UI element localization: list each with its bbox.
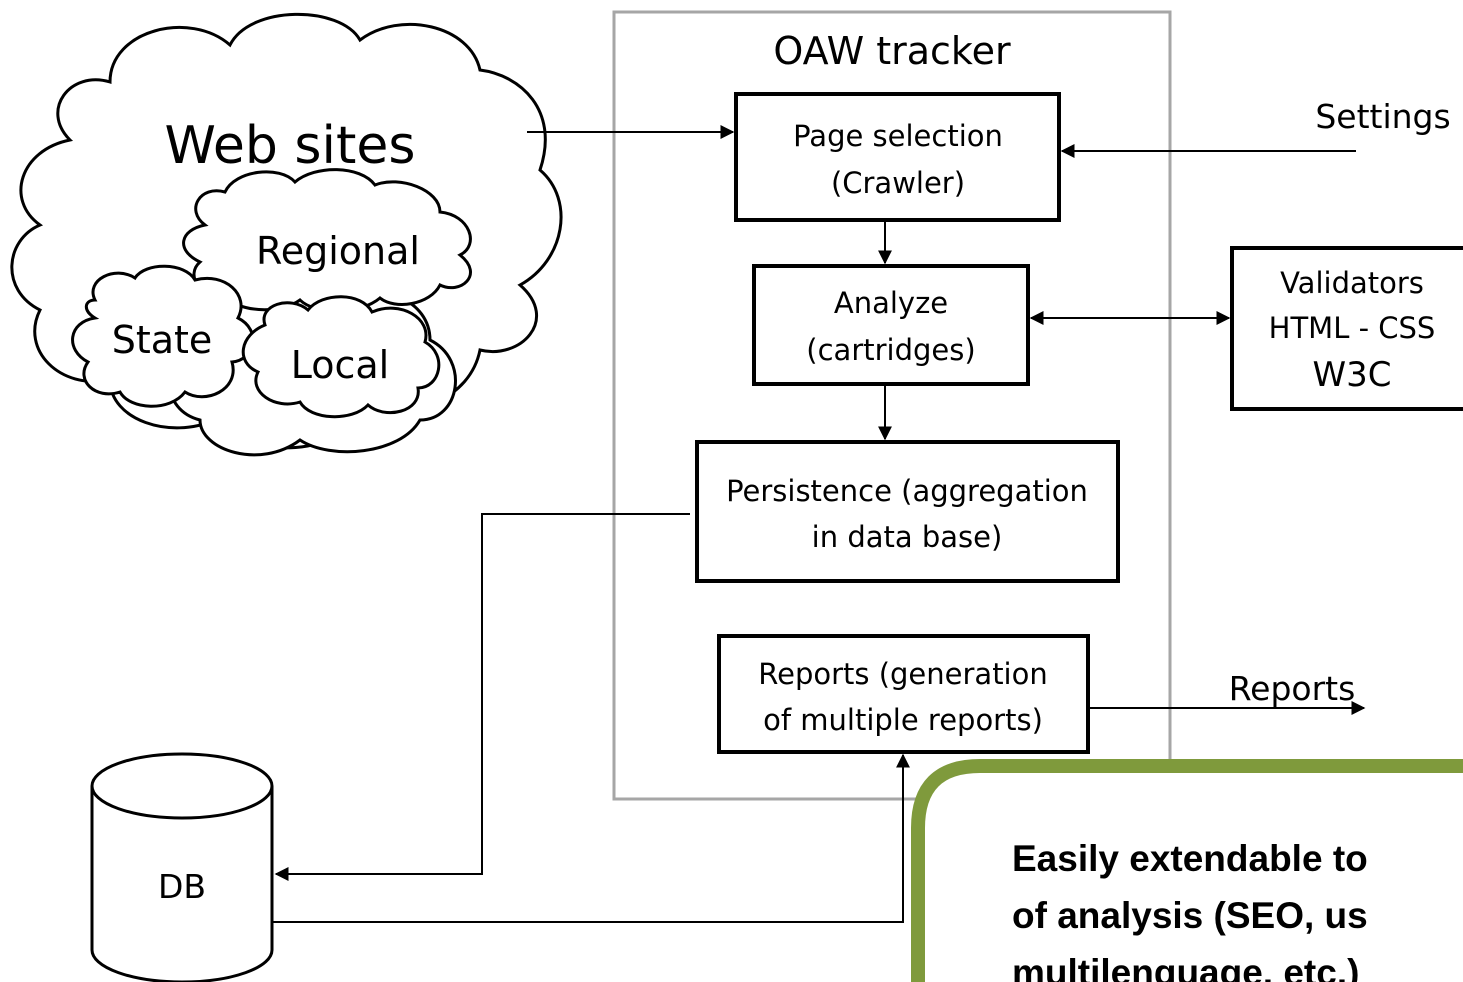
oaw-tracker-container: [612, 10, 1172, 801]
reports-box: Reports (generation of multiple reports): [717, 634, 1090, 754]
page-selection-line2: (Crawler): [831, 166, 965, 200]
page-selection-box: Page selection (Crawler): [734, 92, 1061, 222]
connector-persistence-to-db: [274, 513, 690, 881]
database-cylinder: DB: [90, 752, 274, 982]
container-title: OAW tracker: [773, 29, 1011, 73]
page-selection-line1: Page selection: [793, 119, 1003, 153]
connector-db-to-reports: [272, 753, 910, 923]
persistence-box: Persistence (aggregation in data base): [695, 440, 1120, 583]
callout-line1: Easily extendable to: [1012, 838, 1368, 879]
validators-line3: W3C: [1313, 355, 1392, 395]
reports-output-label: Reports: [1229, 669, 1356, 708]
persistence-line2: in data base): [812, 520, 1003, 554]
validators-line2: HTML - CSS: [1269, 311, 1436, 345]
extensibility-callout: Easily extendable to of analysis (SEO, u…: [911, 759, 1463, 982]
validators-box: Validators HTML - CSS W3C: [1230, 246, 1463, 411]
callout-line3: multilenguage, etc.): [1012, 952, 1359, 982]
validators-line1: Validators: [1280, 266, 1424, 300]
persistence-line1: Persistence (aggregation: [726, 474, 1088, 508]
local-cloud: Local: [241, 295, 441, 419]
analyze-line1: Analyze: [834, 286, 948, 320]
local-label: Local: [291, 343, 390, 387]
web-sites-title: Web sites: [165, 116, 416, 176]
reports-line2: of multiple reports): [763, 703, 1043, 737]
analyze-line2: (cartridges): [806, 333, 975, 367]
settings-label: Settings: [1315, 97, 1450, 136]
regional-cloud: Regional: [182, 168, 472, 313]
callout-line2: of analysis (SEO, us: [1012, 895, 1368, 936]
state-label: State: [112, 318, 213, 362]
db-label: DB: [158, 867, 206, 906]
regional-label: Regional: [256, 229, 420, 273]
reports-line1: Reports (generation: [758, 657, 1048, 691]
analyze-box: Analyze (cartridges): [752, 264, 1030, 386]
state-cloud: State: [71, 264, 255, 408]
